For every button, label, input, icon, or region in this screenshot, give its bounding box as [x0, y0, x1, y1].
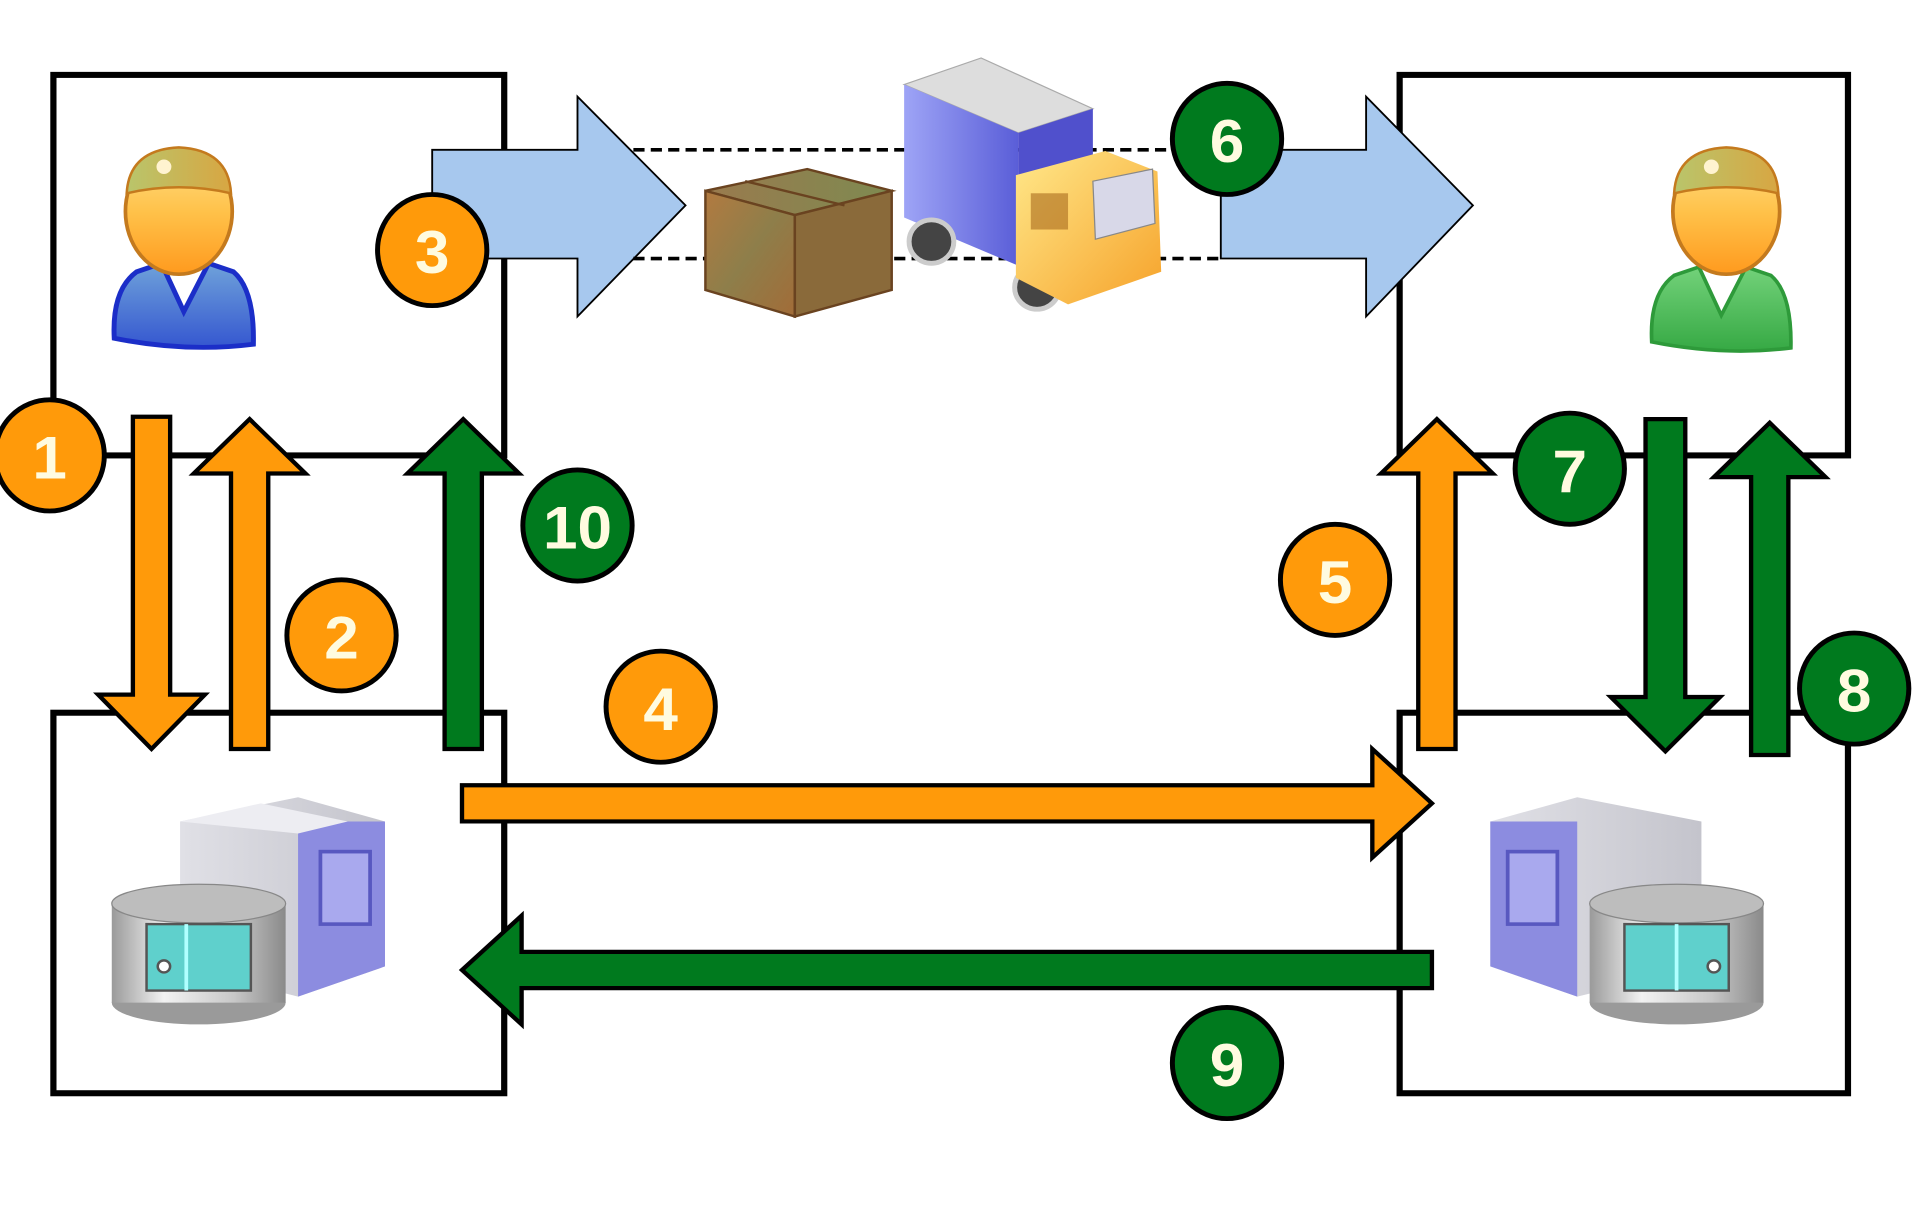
- step-10-arrow-up: [402, 416, 525, 752]
- step-8-arrow-up: [1708, 419, 1831, 758]
- step-badge-4: 4: [603, 648, 718, 765]
- step-1-arrow-down: [93, 414, 210, 753]
- step-badge-3: 3: [375, 192, 490, 309]
- step-badge-6: 6: [1169, 80, 1285, 197]
- step-badge-7: 7: [1512, 410, 1627, 527]
- svg-text:3: 3: [415, 219, 450, 286]
- step-2-arrow-up: [188, 416, 311, 752]
- step-badge-9: 9: [1169, 1005, 1285, 1122]
- svg-text:1: 1: [32, 424, 67, 491]
- step-badge-10: 10: [520, 467, 635, 584]
- receiver-server-database-icon: [1490, 797, 1765, 1025]
- svg-text:9: 9: [1210, 1032, 1245, 1099]
- sender-user-icon: [111, 146, 256, 350]
- svg-text:8: 8: [1837, 657, 1872, 724]
- step-badge-8: 8: [1797, 630, 1912, 747]
- step-5-arrow-up: [1375, 416, 1499, 752]
- step-badge-1: 1: [0, 397, 107, 514]
- step-badge-2: 2: [284, 577, 399, 694]
- shipment-arrow-right: [1219, 94, 1475, 319]
- svg-text:5: 5: [1318, 549, 1353, 616]
- svg-text:7: 7: [1553, 438, 1588, 505]
- svg-text:2: 2: [324, 604, 359, 671]
- svg-text:10: 10: [543, 494, 612, 561]
- svg-text:6: 6: [1210, 108, 1245, 175]
- delivery-truck-icon: [902, 57, 1162, 312]
- step-badge-5: 5: [1277, 521, 1393, 638]
- step-7-arrow-down: [1605, 417, 1726, 755]
- receiver-user-box: [1396, 71, 1852, 459]
- package-box-icon: [704, 167, 897, 319]
- step-4-arrow-right: [459, 744, 1436, 863]
- svg-text:4: 4: [643, 676, 678, 743]
- step-9-arrow-left: [458, 910, 1435, 1030]
- receiver-user-icon: [1649, 146, 1793, 353]
- sender-server-database-icon: [111, 797, 385, 1025]
